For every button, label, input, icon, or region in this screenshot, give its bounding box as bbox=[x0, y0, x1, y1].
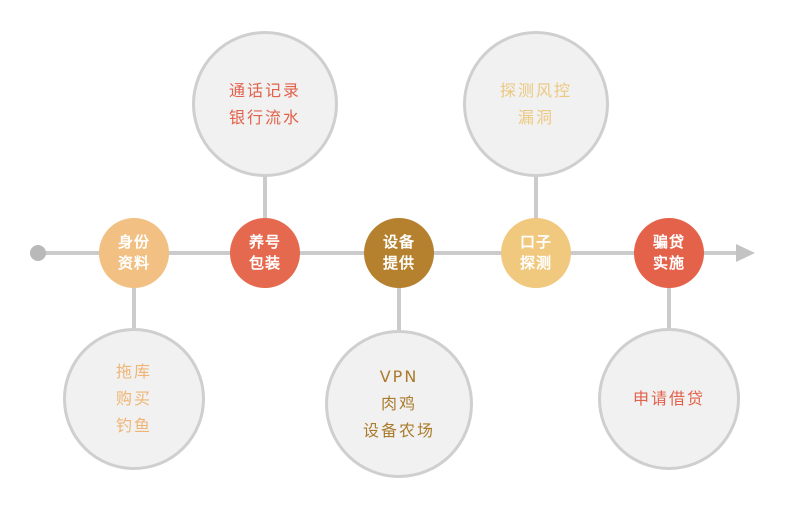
node-device-provision: 设备 提供 bbox=[364, 218, 434, 288]
satellite-label-line: 银行流水 bbox=[228, 107, 301, 127]
node-label-line: 资料 bbox=[117, 254, 150, 272]
timeline-arrow-icon bbox=[736, 244, 755, 262]
satellite-data-acquisition: 拖库 购买 钓鱼 bbox=[63, 328, 205, 470]
satellite-device-sources: VPN 肉鸡 设备农场 bbox=[325, 330, 473, 478]
node-label-line: 实施 bbox=[652, 254, 685, 272]
connector-line bbox=[667, 253, 671, 357]
satellite-label-line: 探测风控 bbox=[499, 80, 572, 100]
satellite-label-line: 漏洞 bbox=[517, 107, 554, 127]
node-loophole-detection: 口子 探测 bbox=[501, 218, 571, 288]
timeline-start-dot bbox=[30, 245, 46, 261]
satellite-label-line: 购买 bbox=[115, 389, 152, 408]
satellite-label-line: 通话记录 bbox=[228, 80, 301, 100]
satellite-label-line: 拖库 bbox=[115, 362, 152, 381]
satellite-label-line: VPN bbox=[379, 367, 419, 386]
satellite-risk-control-detection: 探测风控 漏洞 bbox=[463, 31, 609, 177]
node-label-line: 探测 bbox=[519, 254, 552, 272]
node-label-line: 提供 bbox=[382, 254, 415, 272]
satellite-label-line: 设备农场 bbox=[362, 421, 435, 440]
node-label-line: 养号 bbox=[248, 233, 281, 251]
node-label-line: 骗贷 bbox=[652, 233, 685, 251]
node-identity-data: 身份 资料 bbox=[99, 218, 169, 288]
connector-line bbox=[132, 253, 136, 357]
connector-line bbox=[534, 148, 538, 253]
connector-line bbox=[397, 253, 401, 361]
satellite-call-records: 通话记录 银行流水 bbox=[192, 31, 338, 177]
node-label-line: 设备 bbox=[382, 233, 415, 251]
node-label-line: 包装 bbox=[248, 254, 281, 272]
satellite-label-line: 钓鱼 bbox=[115, 416, 152, 435]
satellite-label-line: 申请借贷 bbox=[632, 389, 705, 408]
node-label-line: 口子 bbox=[519, 233, 552, 251]
satellite-loan-application: 申请借贷 bbox=[598, 328, 740, 470]
satellite-label-line: 肉鸡 bbox=[380, 394, 417, 413]
node-account-packaging: 养号 包装 bbox=[230, 218, 300, 288]
node-label-line: 身份 bbox=[117, 233, 150, 251]
connector-line bbox=[263, 148, 267, 253]
node-fraud-execution: 骗贷 实施 bbox=[634, 218, 704, 288]
